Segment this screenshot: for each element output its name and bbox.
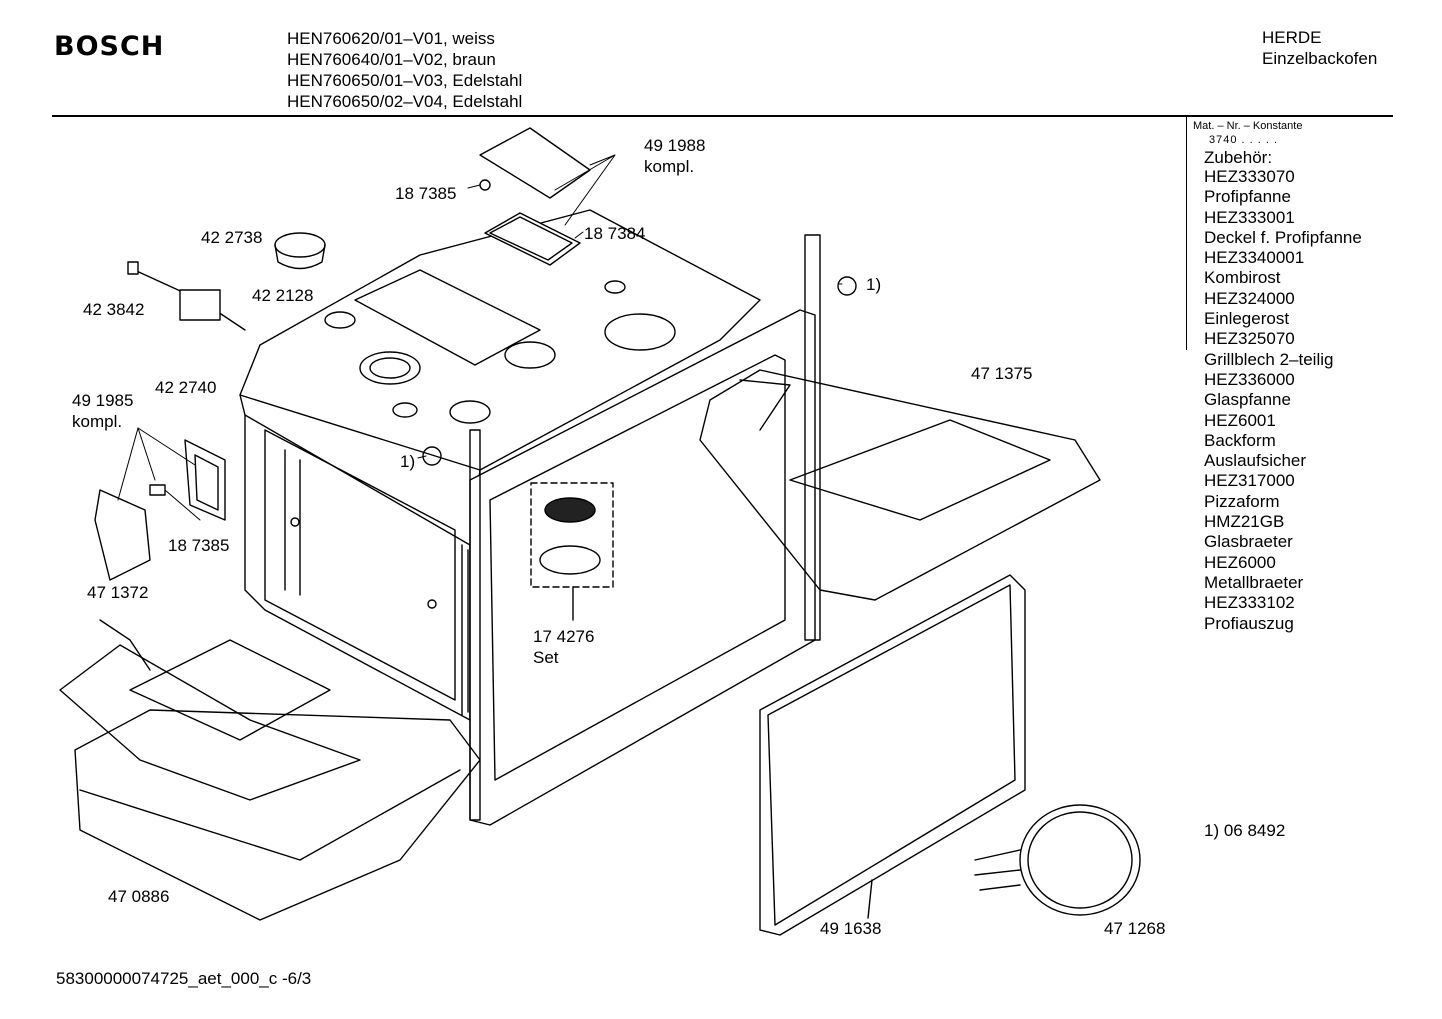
accessory-item: HEZ317000 [1204,471,1295,491]
oven-housing [239,209,761,721]
accessory-item: Glaspfanne [1204,390,1291,410]
product-category: HERDE Einzelbackofen [1262,27,1377,69]
part-label-note: kompl. [72,412,123,431]
category-line: HERDE [1262,28,1322,47]
accessory-item: HEZ324000 [1204,288,1295,308]
bottom-heating-element [59,619,361,801]
accessory-item: HEZ336000 [1204,369,1295,389]
model-line: HEN760620/01–V01, weiss [287,29,495,48]
part-label-471375: 47 1375 [971,364,1033,383]
footnote: 1) 06 8492 [1204,821,1286,840]
accessory-item: Einlegerost [1204,309,1290,329]
accessories-list: HEZ333070 Profipfanne HEZ333001 Deckel f… [1204,167,1362,634]
part-label-470886: 47 0886 [108,887,170,906]
oven-lamp-set [530,482,614,621]
part-label-187385: 18 7385 [395,184,457,203]
part-label-note: kompl. [644,157,695,176]
accessories-title: Zubehör: [1204,148,1273,167]
footnote-marker: 1) [400,452,416,471]
oven-insulation [74,709,481,921]
part-label-422740: 42 2740 [155,378,217,397]
brand-logo: BOSCH [54,31,165,62]
model-line: HEN760650/02–V04, Edelstahl [287,92,523,111]
accessory-item: Auslaufsicher [1204,451,1307,471]
part-label-471372: 47 1372 [87,583,149,602]
part-label-491638: 49 1638 [820,919,882,938]
part-label-187384: 18 7384 [584,224,646,243]
accessory-item: Metallbraeter [1204,572,1304,592]
accessory-item: Pizzaform [1204,491,1280,511]
accessory-item: Kombirost [1204,268,1281,288]
leader-lines [117,154,843,521]
accessory-item: Profiauszug [1204,613,1294,633]
sidebar-divider [1186,117,1187,350]
part-label-187385: 18 7385 [168,536,230,555]
part-label-note: Set [533,648,559,667]
accessory-item: Profipfanne [1204,187,1291,207]
accessory-item: HMZ21GB [1204,512,1285,532]
footnote-marker: 1) [866,275,882,294]
temperature-knob [274,232,356,329]
part-label-422738: 42 2738 [201,228,263,247]
top-cover-plate [479,127,591,266]
part-label-422128: 42 2128 [252,286,314,305]
temperature-sensor [127,261,246,331]
model-line: HEN760650/01–V03, Edelstahl [287,71,523,90]
part-label-471268: 47 1268 [1104,919,1166,938]
accessory-item: Backform [1204,430,1276,450]
accessory-item: HEZ6000 [1204,552,1276,572]
model-list: HEN760620/01–V01, weiss HEN760640/01–V02… [287,28,522,112]
accessory-item: HEZ333001 [1204,207,1295,227]
category-line: Einzelbackofen [1262,49,1378,68]
top-heating-element [699,369,1101,601]
mat-nr-value: 3740 . . . . . [1209,134,1279,146]
mat-nr-label: Mat. – Nr. – Konstante [1193,120,1303,132]
accessory-item: Glasbraeter [1204,532,1293,552]
accessory-item: HEZ3340001 [1204,248,1305,268]
document-id: 58300000074725_aet_000_c -6/3 [56,969,312,988]
accessory-item: HEZ325070 [1204,329,1295,349]
part-label-491988: 49 1988 [644,136,706,155]
model-line: HEN760640/01–V02, braun [287,50,496,69]
accessory-item: HEZ333070 [1204,167,1295,186]
front-frame [422,234,857,826]
door-seal [759,574,1026,936]
part-label-423842: 42 3842 [83,300,145,319]
part-label-174276: 17 4276 [533,627,595,646]
accessory-item: Deckel f. Profipfanne [1204,227,1362,247]
thermostat-assembly [94,439,226,581]
ring-heating-element [974,804,1141,916]
header-divider [52,115,1393,117]
accessory-item: Grillblech 2–teilig [1204,349,1334,369]
accessory-item: HEZ333102 [1204,593,1295,613]
accessory-item: HEZ6001 [1204,410,1276,430]
part-label-491985: 49 1985 [72,391,134,410]
